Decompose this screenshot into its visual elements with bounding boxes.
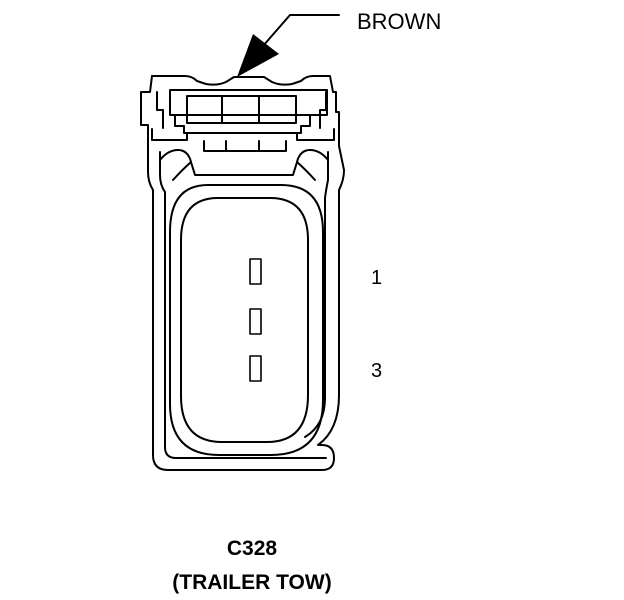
pin-slot-1	[249, 258, 262, 285]
pin-slot-2	[249, 308, 262, 335]
terminal-cavity	[169, 184, 324, 456]
pin-slot-3	[249, 355, 262, 382]
connector-id: C328	[227, 537, 278, 560]
callout-leader	[237, 14, 340, 77]
pin-label-1: 1	[371, 267, 382, 289]
pin-label-3: 3	[371, 360, 382, 382]
locking-tab	[140, 75, 340, 152]
connector-description: (TRAILER TOW)	[172, 571, 331, 594]
connector-housing	[147, 145, 345, 471]
color-callout-label: BROWN	[357, 9, 441, 34]
